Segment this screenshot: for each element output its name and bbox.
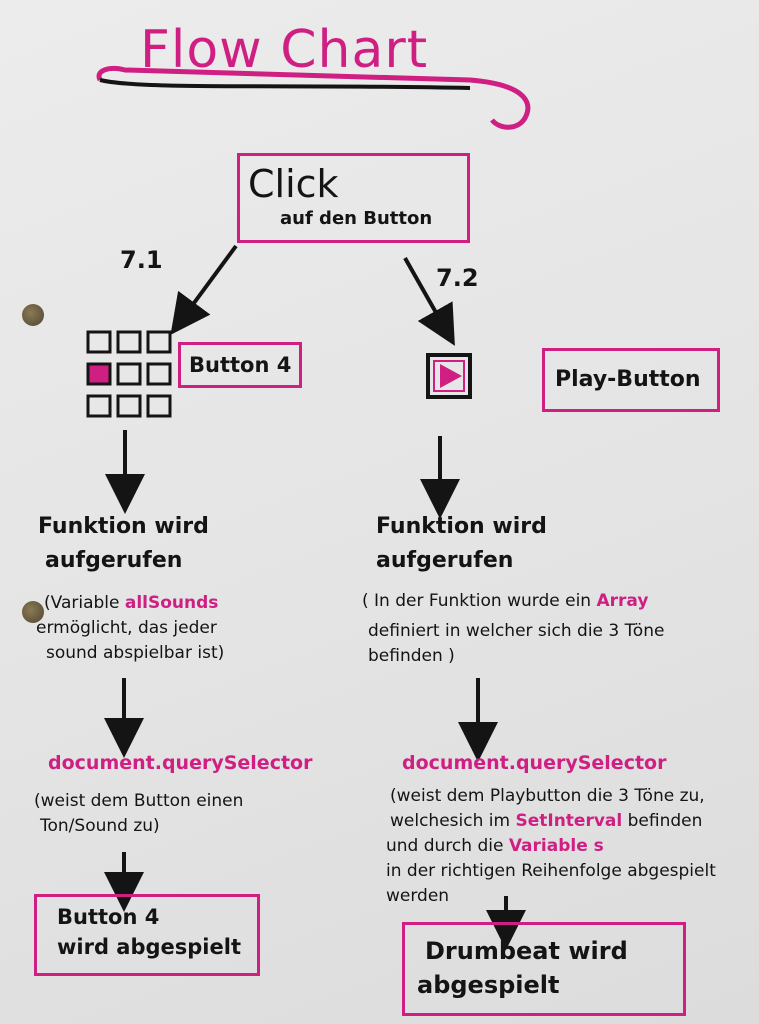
right-note-line3: befinden ) xyxy=(368,646,455,666)
left-call-line1: Funktion wird xyxy=(38,514,209,539)
button-grid-icon xyxy=(86,330,172,418)
start-box: Click auf den Button xyxy=(237,153,470,243)
title-underline xyxy=(96,65,531,130)
play-button-label: Play-Button xyxy=(555,367,701,392)
right-result-line1: Drumbeat wird xyxy=(425,937,628,965)
right-code-note2-variable: SetInterval xyxy=(515,811,623,831)
punch-hole xyxy=(22,601,44,623)
step-label-left: 7.1 xyxy=(120,246,163,274)
button4-label-box: Button 4 xyxy=(178,342,302,388)
right-note-variable: Array xyxy=(596,591,649,611)
right-note-line2: definiert in welcher sich die 3 Töne xyxy=(368,621,665,641)
left-code-note1: (weist dem Button einen xyxy=(34,791,244,811)
left-note-line1: (Variable allSounds xyxy=(44,592,218,615)
button4-label: Button 4 xyxy=(189,353,292,377)
right-code-note5: werden xyxy=(386,886,450,906)
start-sub-text: auf den Button xyxy=(280,208,433,229)
right-note-prefix: ( In der Funktion wurde ein xyxy=(362,591,597,611)
left-result-line1: Button 4 xyxy=(57,905,160,929)
right-call-line1: Funktion wird xyxy=(376,514,547,539)
right-code-note2-prefix: welchesich im xyxy=(390,811,516,831)
left-note-variable: allSounds xyxy=(124,593,219,613)
left-result-box: Button 4 wird abgespielt xyxy=(34,894,260,976)
right-result-line2: abgespielt xyxy=(417,971,560,999)
left-note-line3: sound abspielbar ist) xyxy=(46,643,225,663)
arrow-to-left xyxy=(170,244,238,335)
right-code-note3-variable: Variable s xyxy=(508,836,604,856)
right-note-line1: ( In der Funktion wurde ein Array xyxy=(362,590,648,613)
punch-hole xyxy=(22,304,44,326)
play-icon xyxy=(426,353,472,399)
right-code-note3-prefix: und durch die xyxy=(386,836,509,856)
arrow-to-right xyxy=(403,257,455,346)
right-code: document.querySelector xyxy=(402,752,667,774)
right-call-line2: aufgerufen xyxy=(376,548,514,573)
right-code-note4: in der richtigen Reihenfolge abgespielt xyxy=(386,861,716,881)
right-code-note1: (weist dem Playbutton die 3 Töne zu, xyxy=(390,786,705,806)
left-code: document.querySelector xyxy=(48,752,313,774)
left-code-note2: Ton/Sound zu) xyxy=(40,816,160,836)
step-label-right: 7.2 xyxy=(436,264,479,292)
left-call-line2: aufgerufen xyxy=(45,548,183,573)
right-result-box: Drumbeat wird abgespielt xyxy=(402,922,686,1016)
right-code-note2: welchesich im SetInterval befinden xyxy=(390,810,702,833)
right-code-note3: und durch die Variable s xyxy=(386,835,604,858)
start-click-text: Click xyxy=(248,162,339,206)
left-note-line2: ermöglicht, das jeder xyxy=(36,618,217,638)
left-result-line2: wird abgespielt xyxy=(57,935,241,959)
play-button-label-box: Play-Button xyxy=(542,348,720,412)
right-code-note2-suffix: befinden xyxy=(622,811,703,831)
left-note-prefix: (Variable xyxy=(44,593,125,613)
